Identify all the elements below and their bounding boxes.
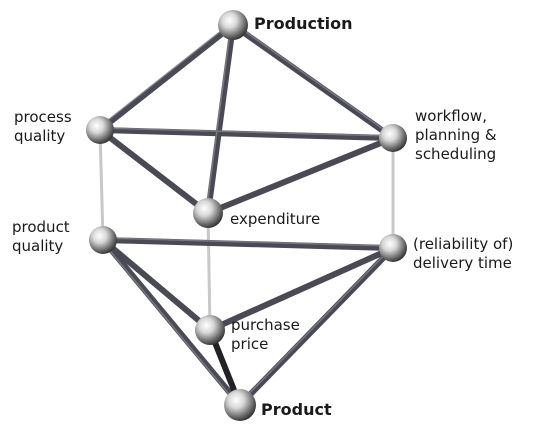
label-delivery-time-line2: delivery time <box>413 254 512 272</box>
vertical-links <box>98 129 395 331</box>
edge-production-workflow <box>230 22 396 141</box>
label-product: Product <box>261 400 332 419</box>
nodes <box>86 10 407 421</box>
node-process-quality <box>86 116 114 144</box>
edge-product-quality-purchase-price <box>100 237 213 333</box>
node-workflow <box>379 124 407 152</box>
edge-process-quality-workflow <box>97 127 396 141</box>
edge-delivery-time-purchase-price <box>207 245 396 333</box>
label-delivery-time: (reliability of) delivery time <box>413 235 513 273</box>
struts <box>97 22 396 408</box>
label-process-quality-line1: process <box>14 108 72 126</box>
node-purchase-price <box>195 315 225 345</box>
node-delivery-time <box>379 234 407 262</box>
label-delivery-time-line1: (reliability of) <box>413 235 514 253</box>
label-process-quality-line2: quality <box>14 127 66 145</box>
label-purchase-price: purchase price <box>231 316 300 354</box>
edge-production-process-quality <box>97 22 236 133</box>
node-expenditure <box>193 198 223 228</box>
node-production <box>218 10 248 40</box>
link-process-quality-product-quality <box>98 129 105 241</box>
label-purchase-price-line2: price <box>231 335 269 353</box>
label-product-quality: product quality <box>12 218 70 256</box>
label-production: Production <box>254 14 353 33</box>
label-workflow-line2: planning & <box>415 126 497 144</box>
label-product-quality-line1: product <box>12 218 70 236</box>
edge-process-quality-expenditure <box>97 127 211 216</box>
edge-workflow-expenditure <box>205 135 396 216</box>
edge-production-expenditure <box>205 22 236 216</box>
edge-product-quality-product <box>100 237 243 408</box>
node-product <box>224 389 256 421</box>
label-product-quality-line2: quality <box>12 237 64 255</box>
strut-highlights <box>97 22 394 406</box>
node-product-quality <box>89 226 117 254</box>
label-workflow-line1: workflow, <box>415 107 487 125</box>
edge-product-quality-delivery-time <box>100 237 396 251</box>
link-expenditure-purchase-price <box>206 212 212 331</box>
label-purchase-price-line1: purchase <box>231 316 300 334</box>
edge-delivery-time-product <box>237 245 396 408</box>
label-workflow: workflow, planning & scheduling <box>415 107 497 164</box>
label-expenditure: expenditure <box>230 210 321 228</box>
label-workflow-line3: scheduling <box>415 145 497 163</box>
label-process-quality: process quality <box>14 108 72 146</box>
